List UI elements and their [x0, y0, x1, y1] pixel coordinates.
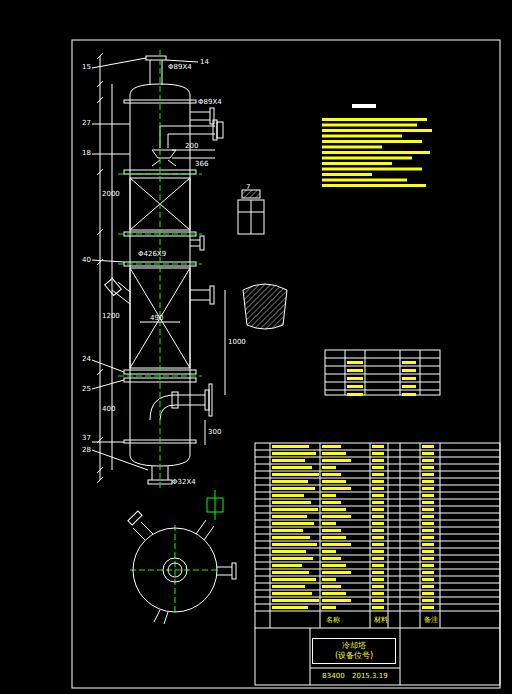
- dimension: 2000: [102, 190, 120, 198]
- callout-number: 37: [82, 434, 91, 442]
- dimension: Φ32X4: [172, 478, 196, 486]
- dimension: 200: [185, 142, 198, 150]
- dimension: 1000: [228, 338, 246, 346]
- callout-number: 15: [82, 63, 91, 71]
- title-text: (设备位号): [317, 651, 391, 661]
- callout-number: 14: [200, 58, 209, 66]
- callout-number: 40: [82, 256, 91, 264]
- table-cell: 2015.3.19: [352, 672, 388, 680]
- title-block-cell: 冷却塔(设备位号): [312, 638, 396, 664]
- table-cell: B3400: [322, 672, 345, 680]
- callout-number: 27: [82, 119, 91, 127]
- title-text: 冷却塔: [317, 641, 391, 651]
- dimension: Φ426X9: [138, 250, 166, 258]
- table-cell: 材料: [374, 616, 388, 624]
- callout-number: 24: [82, 355, 91, 363]
- dimension: Φ89X4: [198, 98, 222, 106]
- dimension: Φ89X4: [168, 63, 192, 71]
- callout-number: 25: [82, 385, 91, 393]
- callout-number: 18: [82, 149, 91, 157]
- table-cell: 备注: [424, 616, 438, 624]
- callout-number: 28: [82, 446, 91, 454]
- callout-number: 7: [246, 183, 250, 191]
- table-cell: 名称: [326, 616, 340, 624]
- dimension: 400: [102, 405, 115, 413]
- dimension: 490: [150, 314, 163, 322]
- dimension: 300: [208, 428, 221, 436]
- dimension: 366: [195, 160, 208, 168]
- dimension: 1200: [102, 312, 120, 320]
